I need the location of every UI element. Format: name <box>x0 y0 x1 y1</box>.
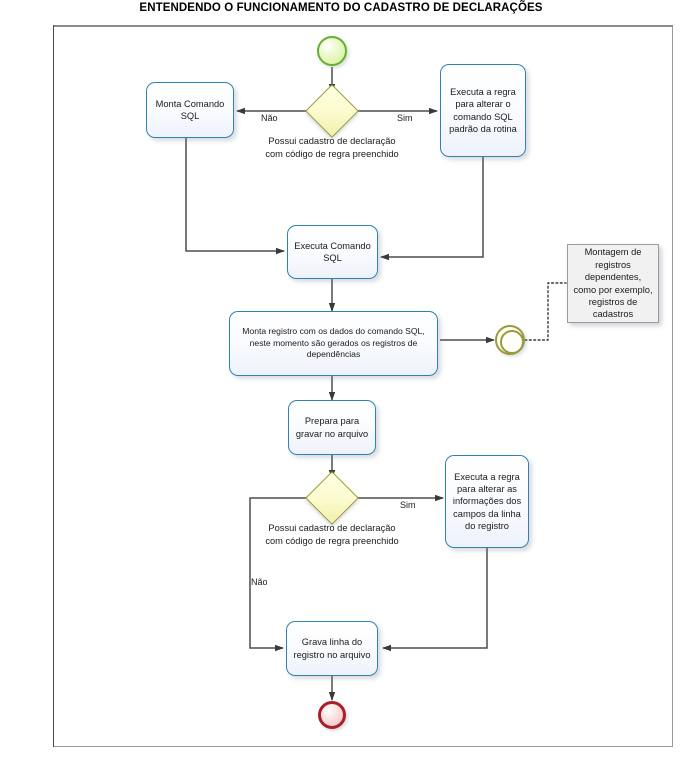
task-executa-regra-comando-sql[interactable]: Executa a regra para alterar o comando S… <box>440 64 526 157</box>
annotation-montagem-registros: Montagem de registros dependentes, como … <box>567 244 659 323</box>
task-executa-regra-campos-linha[interactable]: Executa a regra para alterar as informaç… <box>445 455 529 548</box>
task-executa-regra-campos-linha-label: Executa a regra para alterar as informaç… <box>452 471 522 531</box>
task-executa-comando-sql[interactable]: Executa Comando SQL <box>287 225 378 279</box>
end-event[interactable] <box>318 701 346 729</box>
pool-top-edge <box>7 25 673 27</box>
edge-label-nao-1: Não <box>261 113 278 123</box>
task-executa-comando-sql-label: Executa Comando SQL <box>294 240 371 263</box>
task-monta-registro[interactable]: Monta registro com os dados do comando S… <box>229 311 438 376</box>
gateway-possui-cadastro-1-label: Possui cadastro de declaração com código… <box>265 136 399 159</box>
task-executa-regra-comando-sql-label: Executa a regra para alterar o comando S… <box>449 87 517 134</box>
edge-label-sim-2: Sim <box>400 500 416 510</box>
task-monta-comando-sql[interactable]: Monta Comando SQL <box>146 82 234 138</box>
start-event[interactable] <box>317 36 347 66</box>
task-monta-comando-sql-label: Monta Comando SQL <box>155 98 225 121</box>
edge-label-sim-1: Sim <box>397 113 413 123</box>
task-prepara-gravar-arquivo-label: Prepara para gravar no arquivo <box>295 416 369 439</box>
task-grava-linha-registro-label: Grava linha do registro no arquivo <box>293 637 371 660</box>
diagram-title: ENTENDENDO O FUNCIONAMENTO DO CADASTRO D… <box>139 2 543 14</box>
task-monta-registro-label: Monta registro com os dados do comando S… <box>242 326 425 360</box>
task-prepara-gravar-arquivo[interactable]: Prepara para gravar no arquivo <box>288 400 376 455</box>
lane-header <box>7 25 54 747</box>
annotation-montagem-registros-label: Montagem de registros dependentes, como … <box>573 247 653 320</box>
gateway-possui-cadastro-2-label: Possui cadastro de declaração com código… <box>265 523 399 546</box>
task-grava-linha-registro[interactable]: Grava linha do registro no arquivo <box>286 621 378 676</box>
edge-label-nao-2: Não <box>251 577 268 587</box>
intermediate-event-registros-dependentes[interactable] <box>495 325 525 355</box>
